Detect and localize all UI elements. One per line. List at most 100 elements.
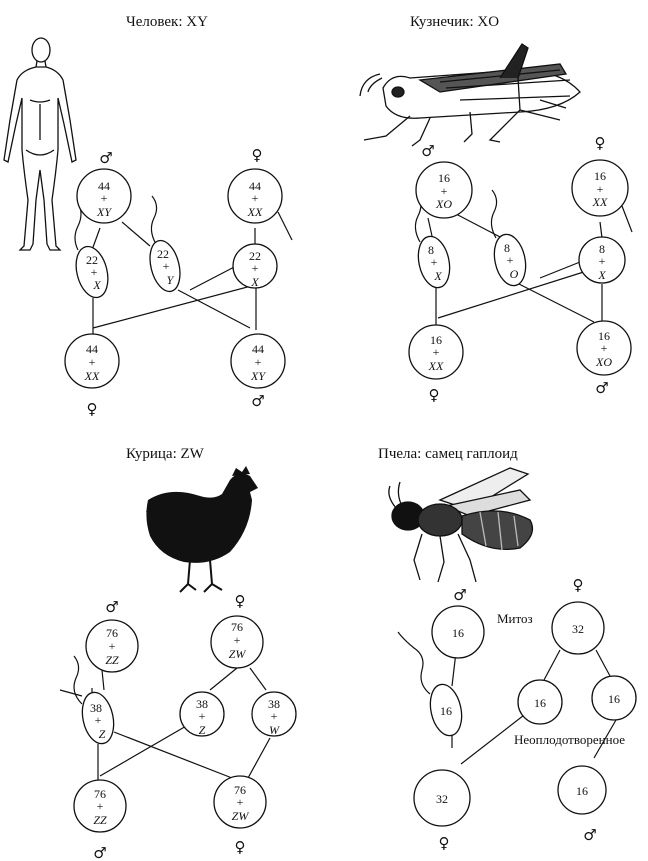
cell-child-female: 44 + XX (64, 333, 120, 389)
svg-text:ZZ: ZZ (93, 813, 107, 827)
svg-text:Z: Z (199, 723, 206, 737)
gamete-sperm-x: 8 + X (417, 235, 451, 289)
cell-parent-female: 32 (551, 601, 605, 655)
title-human: Человек: XY (126, 14, 208, 30)
svg-text:+: + (234, 633, 241, 647)
svg-text:+: + (597, 182, 604, 196)
svg-text:+: + (95, 713, 102, 727)
svg-text:+: + (163, 259, 170, 273)
female-symbol: ♀ (595, 134, 606, 152)
svg-text:16: 16 (534, 696, 546, 710)
title-chicken: Курица: ZW (126, 446, 205, 462)
cell-child-female: 32 (413, 769, 471, 827)
svg-text:+: + (97, 799, 104, 813)
svg-text:38: 38 (196, 697, 208, 711)
panel-human: Человек: XY 44 + XY ♂ (3, 14, 293, 418)
svg-text:44: 44 (86, 342, 98, 356)
cell-parent-male: 44 + XY (76, 168, 132, 224)
svg-text:ZW: ZW (232, 809, 250, 823)
svg-text:38: 38 (268, 697, 280, 711)
male-symbol: ♂ (93, 844, 106, 861)
svg-text:X: X (597, 268, 606, 282)
svg-text:+: + (431, 255, 438, 269)
svg-text:X: X (433, 269, 442, 283)
svg-text:16: 16 (440, 704, 452, 718)
gamete-egg-a: 16 (517, 679, 563, 725)
svg-text:+: + (199, 709, 206, 723)
female-symbol: ♀ (429, 386, 440, 404)
gamete-sperm-y: 22 + Y (149, 239, 181, 293)
cell-child-male: 44 + XY (230, 333, 286, 389)
svg-text:76: 76 (94, 787, 106, 801)
cell-parent-female: 76 + ZW (210, 615, 264, 669)
svg-text:O: O (510, 267, 519, 281)
svg-text:ZW: ZW (229, 647, 247, 661)
human-figure-icon (3, 37, 77, 251)
cell-parent-female: 16 + XX (571, 159, 629, 217)
mitosis-label: Митоз (497, 611, 533, 626)
svg-text:Y: Y (167, 273, 175, 287)
svg-text:22: 22 (86, 253, 98, 267)
female-symbol: ♀ (87, 400, 98, 418)
hen-icon (146, 466, 258, 593)
svg-text:22: 22 (249, 249, 261, 263)
svg-text:XX: XX (592, 195, 608, 209)
svg-text:76: 76 (231, 620, 243, 634)
svg-text:16: 16 (608, 692, 620, 706)
male-symbol: ♂ (595, 379, 608, 397)
cell-child-male: 76 + ZZ (73, 779, 127, 833)
svg-text:44: 44 (98, 179, 110, 193)
svg-text:+: + (433, 345, 440, 359)
gamete-sperm-o: 8 + O (493, 233, 527, 287)
svg-text:44: 44 (249, 179, 261, 193)
svg-text:16: 16 (452, 626, 464, 640)
svg-text:44: 44 (252, 342, 264, 356)
gamete-sperm: 38 + Z (81, 691, 115, 745)
cell-child-male: 16 + XO (576, 320, 632, 376)
svg-text:XO: XO (595, 355, 612, 369)
svg-text:X: X (250, 275, 259, 289)
bee-icon (388, 467, 534, 583)
cell-parent-male: 76 + ZZ (85, 619, 139, 673)
svg-text:+: + (89, 355, 96, 369)
svg-text:16: 16 (576, 784, 588, 798)
svg-text:+: + (601, 341, 608, 355)
gamete-egg: 8 + X (578, 236, 626, 284)
title-bee: Пчела: самец гаплоид (378, 446, 518, 462)
panel-grasshopper: Кузнечик: XO ♂ (359, 14, 633, 404)
svg-text:+: + (271, 709, 278, 723)
svg-text:38: 38 (90, 701, 102, 715)
female-symbol: ♀ (235, 838, 246, 856)
gamete-egg: 22 + X (232, 243, 278, 289)
grasshopper-icon (359, 43, 581, 147)
svg-text:X: X (92, 278, 101, 292)
male-symbol: ♂ (453, 586, 466, 604)
svg-text:22: 22 (157, 247, 169, 261)
svg-text:8: 8 (599, 242, 605, 256)
male-symbol: ♂ (105, 598, 118, 616)
svg-text:+: + (237, 795, 244, 809)
svg-text:XY: XY (96, 205, 112, 219)
svg-text:+: + (252, 261, 259, 275)
gamete-sperm-x: 22 + X (75, 245, 109, 299)
female-symbol: ♀ (252, 146, 263, 164)
svg-text:+: + (91, 265, 98, 279)
svg-text:+: + (441, 184, 448, 198)
svg-text:76: 76 (106, 626, 118, 640)
svg-text:+: + (101, 191, 108, 205)
gamete-egg-b: 16 (591, 675, 637, 721)
male-symbol: ♂ (583, 826, 596, 844)
gamete-egg-w: 38 + W (251, 691, 297, 737)
male-symbol: ♂ (99, 149, 112, 167)
cell-parent-male: 16 + XO (415, 161, 473, 219)
gamete-egg-z: 38 + Z (179, 691, 225, 737)
male-symbol: ♂ (421, 142, 434, 160)
svg-text:16: 16 (430, 333, 442, 347)
svg-text:16: 16 (438, 171, 450, 185)
svg-text:32: 32 (436, 792, 448, 806)
svg-text:32: 32 (572, 622, 584, 636)
cell-child-female: 76 + ZW (213, 775, 267, 829)
male-symbol: ♂ (251, 392, 264, 410)
female-symbol: ♀ (235, 592, 246, 610)
female-symbol: ♀ (573, 576, 584, 594)
